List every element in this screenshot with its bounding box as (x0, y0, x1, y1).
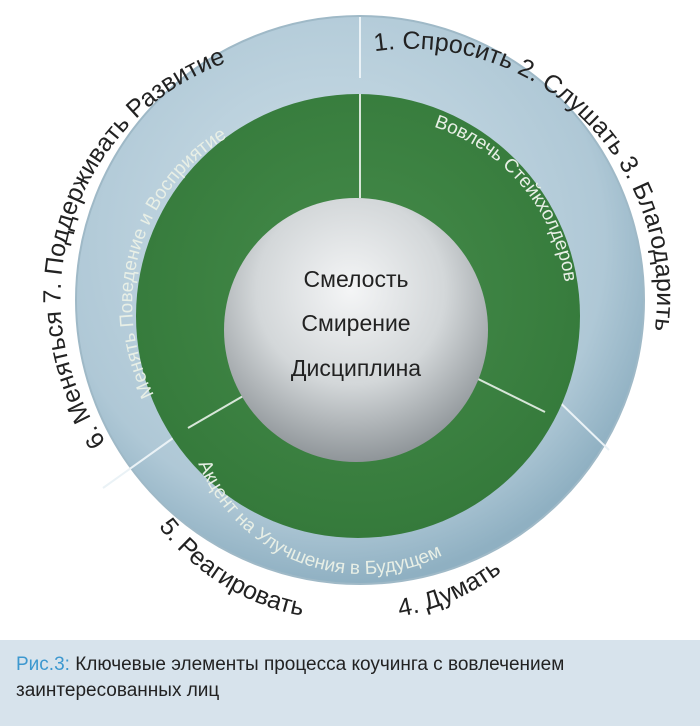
center-line-1: Смелость (304, 266, 409, 292)
center-line-2: Смирение (301, 310, 410, 336)
center-circle (224, 198, 488, 462)
figure-caption: Рис.3: Ключевые элементы процесса коучин… (0, 640, 700, 726)
caption-text: Ключевые элементы процесса коучинга с во… (16, 654, 565, 701)
green-divider-right (469, 374, 546, 413)
center-line-3: Дисциплина (291, 355, 421, 381)
caption-label: Рис.3: (16, 654, 70, 675)
green-divider-left (187, 391, 251, 429)
coaching-diagram: Смелость Смирение Дисциплина Вовлечь Сте… (38, 15, 679, 622)
